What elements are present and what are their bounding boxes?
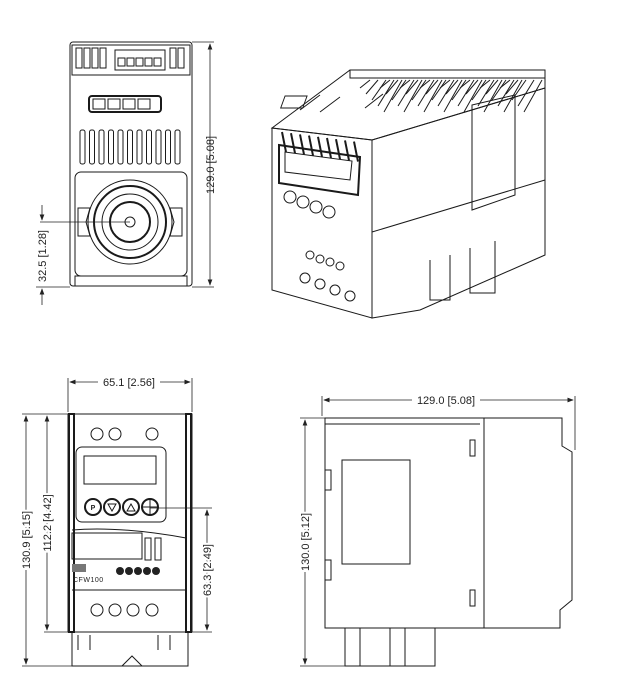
dim-side-height: 130.0 [5.12] (300, 513, 312, 571)
logo-mark (72, 564, 86, 572)
iso-top-vent (491, 79, 507, 101)
dim-side-depth: 129.0 [5.08] (417, 395, 475, 407)
iso-top-vent (471, 79, 487, 101)
vent-slot (127, 129, 133, 165)
vent-slot (79, 129, 86, 165)
top-terminals (75, 47, 185, 71)
iso-top-vent (371, 79, 387, 101)
iso-vent-slot (353, 141, 359, 162)
iso-top-vent (403, 79, 423, 113)
iso-top-vent (423, 79, 443, 113)
iso-top-vent (451, 79, 467, 101)
p-key-label: P (91, 505, 96, 512)
iso-top-vent (411, 79, 427, 101)
iso-top-vent (377, 79, 395, 107)
vent-slot (146, 129, 152, 165)
iso-top-vent (477, 79, 495, 107)
p-key[interactable] (84, 498, 102, 516)
iso-top-vent (457, 79, 475, 107)
dim-fan-height: 32.5 [1.28] (37, 230, 49, 282)
iso-top-vent (365, 79, 379, 95)
brand-label: CFW100 (73, 577, 104, 584)
iso-keypad (283, 190, 336, 219)
iso-vent-slot (344, 140, 350, 161)
iso-top-vent (503, 79, 523, 113)
iso-top-vent (485, 79, 499, 95)
iso-top-vent (483, 79, 503, 113)
vent-slot (165, 129, 171, 165)
iso-top-vent (445, 79, 459, 95)
iso-vent-slot (299, 134, 305, 155)
vent-slot (136, 129, 143, 165)
iso-top-vent (391, 79, 407, 101)
iso-top-vent (517, 79, 535, 107)
vent-slot (98, 129, 105, 165)
iso-top-vent (397, 79, 415, 107)
iso-top-vent (505, 79, 519, 95)
iso-top-vent (443, 79, 463, 113)
iso-top-vent (523, 79, 543, 113)
down-key[interactable] (103, 498, 121, 516)
top-view: 129.0 [5.08] 32.5 [1.28] (36, 41, 217, 305)
vent-slot (108, 129, 114, 165)
vent-slot (117, 129, 124, 165)
iso-vent-slot (335, 139, 341, 160)
dim-front-body-height: 112.2 [4.42] (42, 494, 54, 551)
iso-vent-slot (281, 131, 287, 153)
vent-slot (89, 129, 95, 165)
iso-top-vent (405, 79, 419, 95)
front-view: P CFW100 65.1 [2.56] 130.9 [5.15 (19, 377, 216, 667)
vent-slot (174, 129, 181, 165)
side-view: 129.0 [5.08] 130.0 [5.12] (298, 395, 576, 667)
iso-top-vent (511, 79, 527, 101)
iso-top-vent (425, 79, 439, 95)
iso-top-vent (359, 79, 371, 89)
dim-front-width: 65.1 [2.56] (103, 377, 155, 389)
iso-top-vent (497, 79, 515, 107)
dim-front-mount-height: 63.3 [2.49] (202, 544, 214, 596)
dim-front-total-height: 130.9 [5.15] (21, 511, 33, 569)
up-key[interactable] (122, 498, 140, 516)
iso-top-vent (463, 79, 483, 113)
bottom-screws (90, 603, 159, 617)
dim-top-depth: 129.0 [5.08] (205, 136, 217, 194)
keypad: P (84, 498, 159, 516)
iso-top-vent (431, 79, 447, 101)
run-stop-key[interactable] (141, 498, 159, 516)
vent-slots (79, 129, 181, 165)
vent-slot (155, 129, 162, 165)
iso-top-vent (383, 79, 403, 113)
iso-top-vent (465, 79, 479, 95)
iso-vent-slot (317, 136, 323, 157)
iso-vent-slots (281, 79, 543, 162)
iso-top-vent (437, 79, 455, 107)
iso-vent-slot (308, 135, 314, 156)
iso-vent-slot (326, 137, 332, 159)
control-terminals (116, 567, 160, 575)
iso-top-vent (385, 79, 399, 95)
top-screws (90, 427, 159, 441)
isometric-view (270, 69, 546, 319)
iso-top-vent (417, 79, 435, 107)
iso-vent-slot (290, 133, 296, 154)
